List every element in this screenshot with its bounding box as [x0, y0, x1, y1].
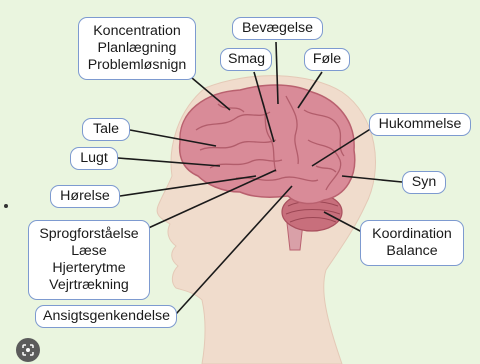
label-smag: Smag [220, 48, 272, 71]
label-koncentration-line-2: Planlægning [86, 40, 188, 57]
label-koordination-line-2: Balance [368, 243, 456, 260]
label-smag-text: Smag [228, 51, 264, 68]
label-koncentration-line-3: Problemløsnign [86, 57, 188, 74]
google-lens-icon[interactable] [16, 338, 40, 362]
label-sprog-line-2: Læse [36, 243, 142, 260]
label-lugt-text: Lugt [78, 150, 110, 167]
label-bevaegelse: Bevægelse [232, 17, 323, 40]
label-koncentration-line-1: Koncentration [86, 23, 188, 40]
label-hukommelse-text: Hukommelse [377, 116, 463, 133]
label-sprog-line-4: Vejrtrækning [36, 277, 142, 294]
label-foele: Føle [304, 48, 350, 71]
label-sprog: Sprogforståelse Læse Hjerterytme Vejrtræ… [28, 220, 150, 300]
label-hoerelse: Hørelse [50, 185, 120, 208]
label-foele-text: Føle [312, 51, 342, 68]
label-tale: Tale [82, 118, 130, 141]
label-koordination-line-1: Koordination [368, 226, 456, 243]
label-hoerelse-text: Hørelse [58, 188, 112, 205]
label-bevaegelse-text: Bevægelse [240, 20, 315, 37]
label-koncentration: Koncentration Planlægning Problemløsnign [78, 17, 196, 80]
label-ansigt: Ansigtsgenkendelse [35, 305, 177, 328]
label-sprog-line-3: Hjerterytme [36, 260, 142, 277]
label-koordination: Koordination Balance [360, 220, 464, 266]
label-ansigt-text: Ansigtsgenkendelse [43, 308, 169, 325]
label-lugt: Lugt [70, 147, 118, 170]
label-sprog-line-1: Sprogforståelse [36, 226, 142, 243]
label-tale-text: Tale [90, 121, 122, 138]
edge-dot [4, 204, 8, 208]
label-syn: Syn [402, 171, 446, 194]
label-hukommelse: Hukommelse [369, 113, 471, 136]
lens-glyph [21, 343, 35, 357]
label-syn-text: Syn [410, 174, 438, 191]
